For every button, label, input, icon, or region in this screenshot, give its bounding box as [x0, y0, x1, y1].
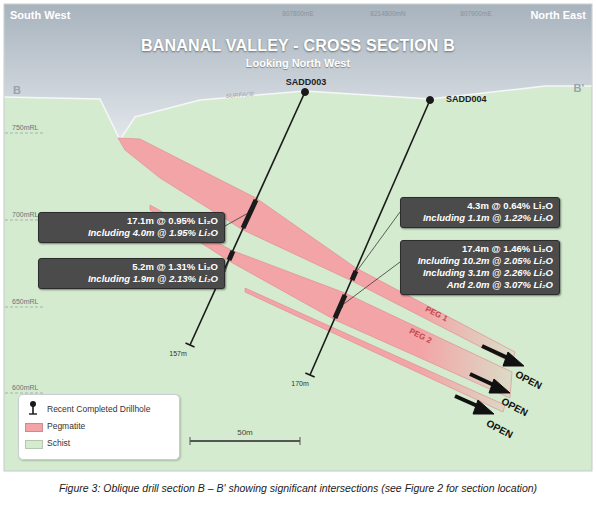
hole-depth: 157m — [169, 350, 187, 357]
diagram-title: BANANAL VALLEY - CROSS SECTION B — [141, 37, 455, 55]
scale-bar — [190, 437, 300, 445]
sky — [5, 5, 592, 141]
assay-result: 17.4m @ 1.46% Li₂O — [407, 243, 553, 255]
intersection-segment — [352, 271, 356, 280]
rl-gridline — [5, 307, 45, 308]
legend-text: Recent Completed Drillhole — [47, 404, 150, 414]
assay-including: And 2.0m @ 3.07% Li₂O — [407, 279, 553, 291]
assay-including: Including 1.1m @ 1.22% Li₂O — [407, 212, 553, 224]
open-arrow-head — [489, 379, 510, 393]
hole-name: SADD004 — [446, 94, 487, 104]
scale-tick — [300, 437, 301, 445]
rl-label: 600mRL — [12, 384, 38, 391]
corner-label: North East — [530, 9, 586, 21]
drill-collar — [427, 97, 434, 104]
coordinate-label: 807800mE — [282, 10, 313, 17]
intersection-segment — [229, 251, 233, 260]
rl-label: 700mRL — [12, 211, 38, 218]
intersection-segment — [243, 200, 256, 228]
assay-result: 5.2m @ 1.31% Li₂O — [45, 261, 218, 273]
figure-caption: Figure 3: Oblique drill section B – B' s… — [59, 482, 537, 494]
surface-line — [5, 86, 592, 140]
drillhole-legend-tick — [29, 413, 37, 414]
assay-callout-box: 17.4m @ 1.46% Li₂OIncluding 10.2m @ 2.05… — [400, 240, 560, 295]
rl-label: 650mRL — [12, 298, 38, 305]
rl-label: 750mRL — [12, 124, 38, 131]
coordinate-label: 8214800mN — [370, 10, 405, 17]
legend-swatch — [25, 440, 43, 449]
hole-end-tick — [186, 343, 195, 347]
assay-callout-box: 5.2m @ 1.31% Li₂OIncluding 1.9m @ 2.13% … — [38, 258, 225, 289]
scale-tick — [190, 437, 191, 445]
rl-gridline — [5, 133, 45, 134]
legend-text: Schist — [47, 438, 70, 448]
hole-name: SADD003 — [286, 77, 327, 87]
assay-including: Including 1.9m @ 2.13% Li₂O — [45, 273, 218, 285]
hole-depth: 170m — [291, 380, 309, 387]
open-arrow-head — [473, 400, 494, 414]
section-end-label: B — [13, 84, 21, 96]
legend-box: Recent Completed DrillholePegmatiteSchis… — [18, 394, 180, 460]
corner-label: South West — [10, 9, 70, 21]
coordinate-label: 807900mE — [460, 10, 491, 17]
legend-text: Pegmatite — [47, 421, 85, 431]
pegmatite-body — [245, 288, 505, 412]
intersection-segment — [335, 295, 345, 318]
assay-callout-box: 4.3m @ 0.64% Li₂OIncluding 1.1m @ 1.22% … — [400, 197, 560, 228]
leader-lines — [225, 210, 400, 308]
assay-including: Including 3.1m @ 2.26% Li₂O — [407, 267, 553, 279]
legend-swatch — [25, 423, 43, 432]
schist-ground — [4, 4, 592, 471]
drillhole-legend-collar — [30, 401, 36, 407]
hole-end-tick — [305, 373, 314, 377]
open-arrow-head — [503, 352, 524, 366]
section-end-label: B' — [573, 82, 584, 94]
scale-line — [190, 440, 300, 442]
assay-including: Including 10.2m @ 2.05% Li₂O — [407, 255, 553, 267]
assay-result: 17.1m @ 0.95% Li₂O — [45, 215, 218, 227]
assay-callout-box: 17.1m @ 0.95% Li₂OIncluding 4.0m @ 1.95%… — [38, 212, 225, 243]
drill-collar — [302, 89, 309, 96]
scale-label: 50m — [237, 428, 253, 437]
assay-result: 4.3m @ 0.64% Li₂O — [407, 200, 553, 212]
assay-including: Including 4.0m @ 1.95% Li₂O — [45, 227, 218, 239]
subtitle: Looking North West — [246, 57, 350, 69]
